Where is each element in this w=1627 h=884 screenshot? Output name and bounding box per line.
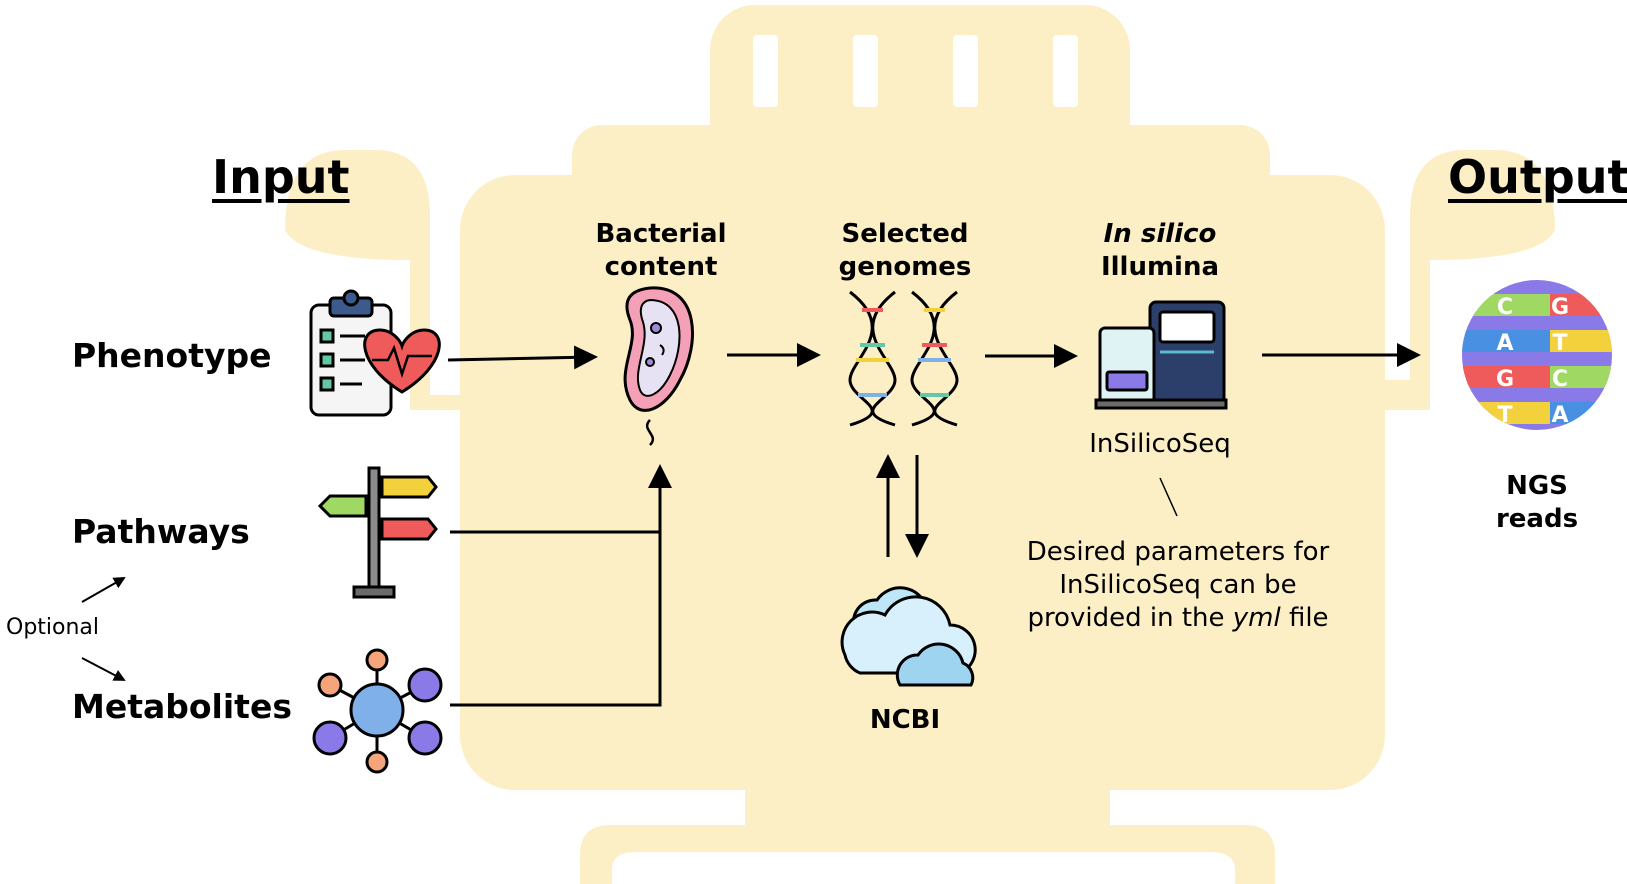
bacterial-line-2: content (604, 252, 718, 282)
cloud-icon (840, 586, 977, 687)
note-line-3: provided in the yml file (1027, 602, 1330, 635)
selected-line-1: Selected (841, 219, 969, 249)
note-line-3-suffix: file (1280, 603, 1329, 633)
connector-metabolites (450, 464, 672, 707)
ngs-reads-label: NGS reads (1496, 470, 1578, 536)
base-3: A (1496, 331, 1513, 356)
dna-helix-icon (848, 290, 959, 427)
phenotype-label: Phenotype (72, 336, 272, 375)
sequencer-machine-icon (1094, 300, 1228, 410)
note-pointer-line (1159, 477, 1178, 517)
insilico-line-1: In silico (1103, 219, 1217, 249)
note-line-3-italic: yml (1232, 603, 1281, 633)
bacterial-content-title: Bacterial content (595, 218, 726, 284)
sequence-reads-icon: C G A T G C T A (1462, 280, 1612, 430)
note-line-2: InSilicoSeq can be (1059, 570, 1297, 600)
tool-name-label: InSilicoSeq (1089, 429, 1231, 459)
insilico-illumina-title: In silico Illumina (1101, 218, 1219, 284)
arrow-optional-down (81, 657, 126, 681)
ngs-line-1: NGS (1506, 471, 1568, 501)
base-5: G (1496, 367, 1514, 392)
arrow-phenotype-to-bacterial (447, 345, 598, 370)
bacterium-icon (623, 286, 694, 446)
ncbi-label: NCBI (869, 705, 941, 735)
base-7: T (1497, 403, 1512, 428)
base-4: T (1552, 331, 1567, 356)
clipboard-heart-icon (309, 289, 441, 417)
input-heading: Input (212, 150, 350, 204)
insilico-line-2: Illumina (1100, 252, 1220, 282)
parameters-note: Desired parameters for InSilicoSeq can b… (1027, 536, 1330, 635)
base-1: C (1497, 295, 1513, 320)
base-6: C (1552, 367, 1568, 392)
base-2: G (1551, 295, 1569, 320)
bacterial-line-1: Bacterial (595, 219, 727, 249)
note-line-1: Desired parameters for (1026, 537, 1330, 567)
base-8: A (1551, 403, 1568, 428)
molecule-network-icon (312, 648, 443, 774)
arrow-optional-up (81, 577, 126, 603)
selected-line-2: genomes (838, 252, 972, 282)
selected-genomes-title: Selected genomes (839, 218, 972, 284)
pathways-label: Pathways (72, 512, 250, 551)
metabolites-label: Metabolites (72, 687, 292, 726)
output-heading: Output (1448, 150, 1627, 204)
signpost-icon (317, 466, 438, 599)
optional-note: Optional (6, 615, 100, 640)
note-line-3-prefix: provided in the (1027, 603, 1233, 633)
ngs-line-2: reads (1495, 504, 1579, 534)
